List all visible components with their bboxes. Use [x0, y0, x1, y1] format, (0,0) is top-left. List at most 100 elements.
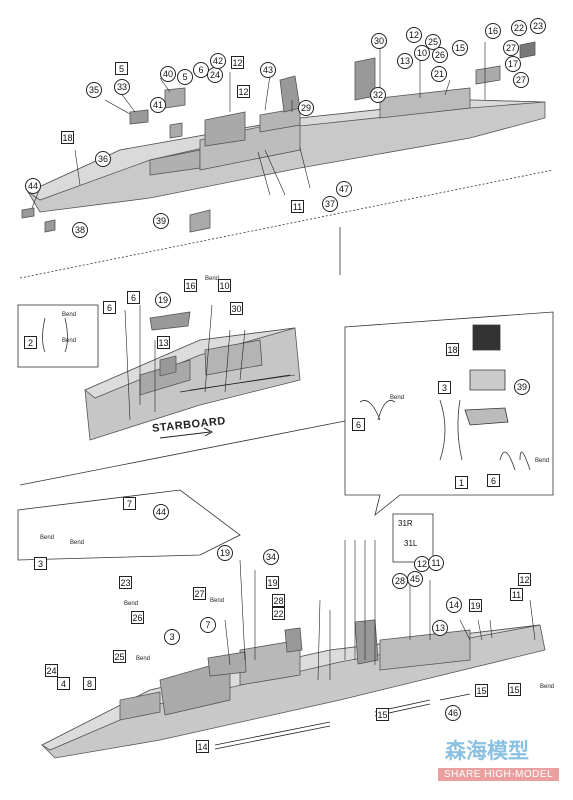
part-box: 22	[272, 607, 285, 620]
callout-box	[392, 513, 434, 563]
part-number: 27	[503, 40, 519, 56]
part-number: 41	[150, 97, 166, 113]
part-number: 16	[485, 23, 501, 39]
part-box: 6	[127, 291, 140, 304]
part-number: 47	[336, 181, 352, 197]
part-number: 7	[200, 617, 216, 633]
bend-note: Bend	[535, 458, 550, 464]
part-number: 44	[25, 178, 41, 194]
part-box: 26	[131, 611, 144, 624]
part-number: 15	[452, 40, 468, 56]
part-box: 15	[508, 683, 521, 696]
bottom-left-inset	[17, 489, 241, 561]
part-box: 30	[230, 302, 243, 315]
part-number: 32	[370, 87, 386, 103]
part-number: 30	[371, 33, 387, 49]
part-number: 13	[432, 620, 448, 636]
part-box: 12	[231, 56, 244, 69]
bottom-ship-hull	[41, 619, 546, 759]
part-number: 40	[160, 66, 176, 82]
part-number: 39	[514, 379, 530, 395]
part-number: 19	[217, 545, 233, 561]
part-box: 24	[45, 664, 58, 677]
callout-label-31R: 31R	[398, 519, 413, 528]
part-box: 10	[218, 279, 231, 292]
part-number: 27	[513, 72, 529, 88]
middle-right-inset	[344, 311, 554, 517]
part-number: 28	[392, 573, 408, 589]
part-number: 14	[446, 597, 462, 613]
bend-note: Bend	[390, 395, 405, 401]
part-number: 19	[155, 292, 171, 308]
part-number: 35	[86, 82, 102, 98]
callout-label-31L: 31L	[404, 539, 418, 548]
part-number: 38	[72, 222, 88, 238]
bend-note: Bend	[205, 276, 220, 282]
part-box: 6	[487, 474, 500, 487]
part-box: 16	[184, 279, 197, 292]
bend-note: Bend	[40, 535, 55, 541]
part-box: 8	[83, 677, 96, 690]
watermark-tagline: SHARE HIGH-MODEL	[438, 768, 560, 781]
part-number: 43	[260, 62, 276, 78]
part-box: 11	[510, 588, 523, 601]
part-number: 21	[431, 66, 447, 82]
part-box: 23	[119, 576, 132, 589]
part-number: 44	[153, 504, 169, 520]
part-box: 28	[272, 594, 285, 607]
part-number: 5	[177, 69, 193, 85]
bend-note: Bend	[124, 601, 139, 607]
part-number: 11	[428, 555, 444, 571]
part-box: 3	[438, 381, 451, 394]
part-number: 37	[322, 196, 338, 212]
part-box: 6	[352, 418, 365, 431]
bend-note: Bend	[540, 684, 555, 690]
part-box: 14	[196, 740, 209, 753]
part-box: 25	[113, 650, 126, 663]
part-box: 5	[115, 62, 128, 75]
part-box: 6	[103, 301, 116, 314]
part-box: 7	[123, 497, 136, 510]
part-box: 12	[237, 85, 250, 98]
watermark-logo: 森海模型	[445, 739, 529, 763]
part-number: 25	[425, 34, 441, 50]
part-box: 11	[291, 200, 304, 213]
part-number: 24	[207, 67, 223, 83]
part-number: 36	[95, 151, 111, 167]
part-number: 34	[263, 549, 279, 565]
part-box: 12	[518, 573, 531, 586]
part-number: 39	[153, 213, 169, 229]
part-box: 18	[446, 343, 459, 356]
part-box: 4	[57, 677, 70, 690]
bend-note: Bend	[62, 338, 77, 344]
part-number: 33	[114, 79, 130, 95]
part-box: 19	[469, 599, 482, 612]
starboard-arrow	[159, 427, 214, 439]
part-box: 19	[266, 576, 279, 589]
part-box: 3	[34, 557, 47, 570]
middle-ship-hull	[84, 311, 301, 441]
part-box: 2	[24, 336, 37, 349]
part-number: 29	[298, 100, 314, 116]
part-box: 18	[61, 131, 74, 144]
part-number: 12	[406, 27, 422, 43]
bend-note: Bend	[62, 312, 77, 318]
part-number: 13	[397, 53, 413, 69]
bend-note: Bend	[136, 656, 151, 662]
part-number: 23	[530, 18, 546, 34]
top-ship-hull	[21, 41, 546, 233]
part-number: 42	[210, 53, 226, 69]
part-number: 45	[407, 571, 423, 587]
part-number: 17	[505, 56, 521, 72]
part-number: 10	[414, 45, 430, 61]
part-number: 3	[164, 629, 180, 645]
bend-note: Bend	[70, 540, 85, 546]
part-box: 1	[455, 476, 468, 489]
part-box: 13	[157, 336, 170, 349]
part-number: 26	[432, 47, 448, 63]
part-number: 46	[445, 705, 461, 721]
bend-note: Bend	[210, 598, 225, 604]
part-number: 22	[511, 20, 527, 36]
